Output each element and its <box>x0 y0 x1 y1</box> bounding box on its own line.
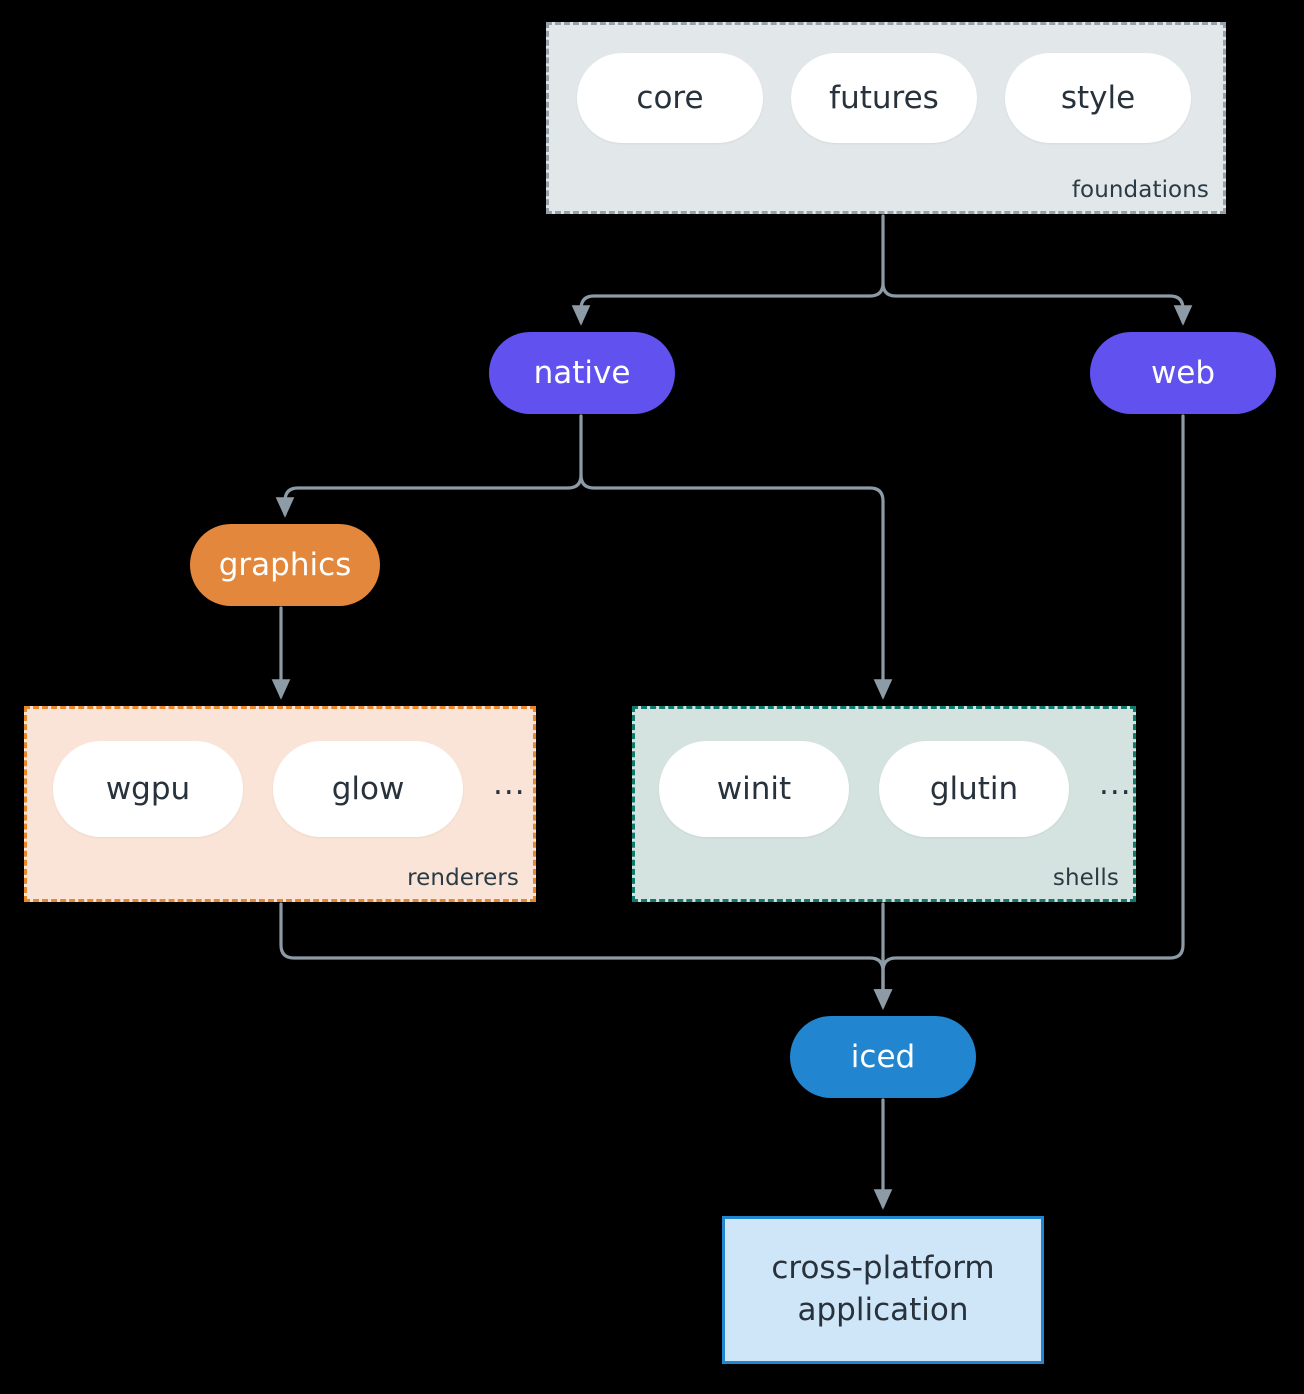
renderers-member-glow[interactable]: glow <box>273 741 463 837</box>
shells-member-row: winit glutin ... <box>659 741 1132 837</box>
shells-ellipsis: ... <box>1099 766 1132 802</box>
renderers-member-row: wgpu glow ... <box>53 741 526 837</box>
renderers-member-wgpu[interactable]: wgpu <box>53 741 243 837</box>
edge-foundations-to-web <box>881 281 1193 326</box>
cluster-shells: winit glutin ... shells <box>632 706 1136 902</box>
shells-member-glutin[interactable]: glutin <box>879 741 1069 837</box>
cluster-label-renderers: renderers <box>407 865 519 891</box>
edge-foundations-to-native <box>571 214 885 326</box>
cluster-label-shells: shells <box>1052 865 1119 891</box>
node-native[interactable]: native <box>489 332 675 414</box>
node-iced[interactable]: iced <box>790 1016 976 1098</box>
foundations-member-futures[interactable]: futures <box>791 53 977 143</box>
application-label-line2: application <box>797 1292 969 1328</box>
cluster-renderers: wgpu glow ... renderers <box>24 706 536 902</box>
node-web[interactable]: web <box>1090 332 1276 414</box>
node-cross-platform-application[interactable]: cross-platform application <box>722 1216 1044 1364</box>
application-label-line1: cross-platform <box>771 1250 995 1287</box>
shells-member-winit[interactable]: winit <box>659 741 849 837</box>
edge-renderers-to-iced <box>279 902 893 1010</box>
cluster-label-foundations: foundations <box>1071 177 1209 203</box>
foundations-member-row: core futures style <box>577 53 1191 143</box>
edge-native-to-shells <box>579 473 893 700</box>
edge-native-to-graphics <box>275 414 583 518</box>
renderers-ellipsis: ... <box>493 766 526 802</box>
cluster-foundations: core futures style foundations <box>546 22 1226 214</box>
foundations-member-style[interactable]: style <box>1005 53 1191 143</box>
node-graphics[interactable]: graphics <box>190 524 380 606</box>
foundations-member-core[interactable]: core <box>577 53 763 143</box>
